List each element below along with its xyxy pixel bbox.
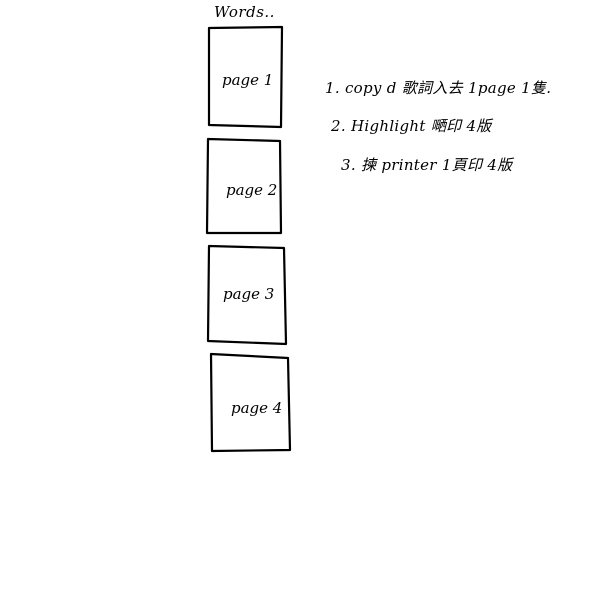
page-label-1: page 1 xyxy=(222,71,274,89)
page-label-3: page 3 xyxy=(223,285,275,303)
heading-words: Words.. xyxy=(214,3,275,21)
step-1-text: 1. copy d 歌詞入去 1page 1隻. xyxy=(325,79,552,97)
step-3-text: 3. 揀 printer 1頁印 4版 xyxy=(341,156,513,174)
step-2-text: 2. Highlight 嗮印 4版 xyxy=(331,117,492,135)
page-label-4: page 4 xyxy=(231,399,283,417)
page-label-2: page 2 xyxy=(226,181,278,199)
